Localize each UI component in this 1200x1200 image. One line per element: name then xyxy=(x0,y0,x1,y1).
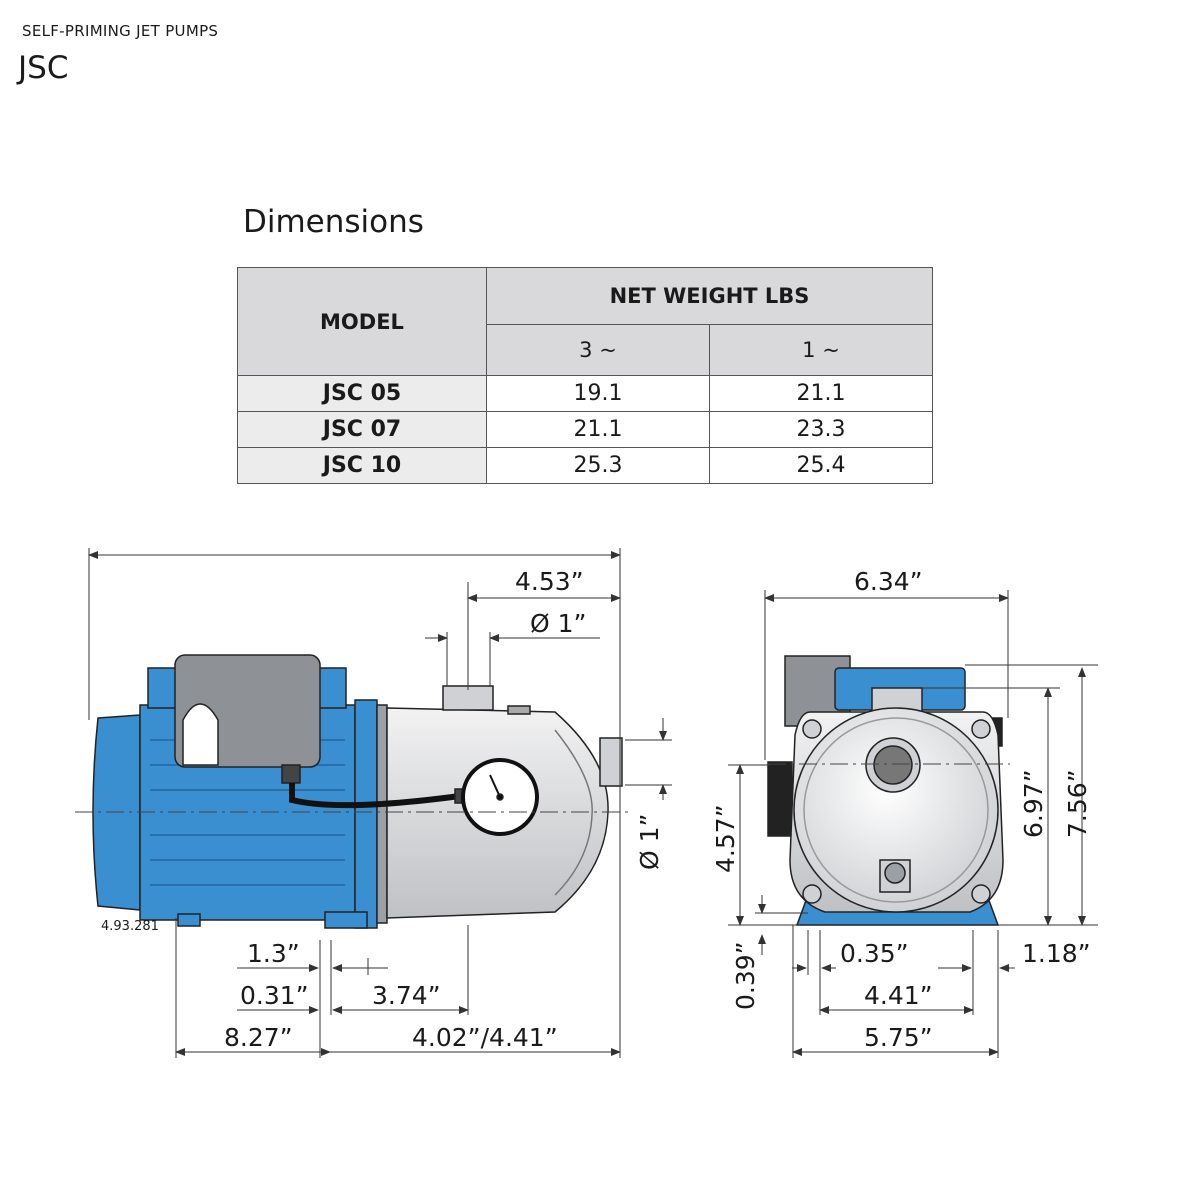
front-view xyxy=(767,655,1010,926)
weight-cell: 21.1 xyxy=(709,375,933,412)
dim-overall-height: 7.56” xyxy=(1063,769,1092,838)
dim-inlet-diameter: Ø 1” xyxy=(635,814,664,870)
model-cell: JSC 05 xyxy=(237,375,487,412)
table-row: JSC 10 25.3 25.4 xyxy=(237,447,933,484)
front-view-dimensions xyxy=(728,590,1098,1058)
table-row: JSC 07 21.1 23.3 xyxy=(237,411,933,448)
dim-pump-length: 4.02”/4.41” xyxy=(412,1023,558,1052)
weight-cell: 25.3 xyxy=(486,447,710,484)
page-title: JSC xyxy=(18,50,69,86)
dim-slot-width: 0.35” xyxy=(840,939,909,968)
motor-foot xyxy=(177,913,201,927)
dim-foot-to-outlet: 3.74” xyxy=(372,981,441,1010)
dim-outlet-diameter: Ø 1” xyxy=(530,609,586,638)
dim-base-height: 0.39” xyxy=(731,941,760,1010)
dim-overall-width: 6.34” xyxy=(854,567,923,596)
dim-base-width: 5.75” xyxy=(864,1023,933,1052)
dim-outlet-height: 6.97” xyxy=(1019,769,1048,838)
phase-header-3: 3 ~ xyxy=(486,324,710,376)
model-header: MODEL xyxy=(237,267,487,376)
phase-header-1: 1 ~ xyxy=(709,324,933,376)
section-title: Dimensions xyxy=(243,204,424,240)
pump-foot xyxy=(324,911,368,929)
cable-gland xyxy=(281,764,301,784)
side-view-dimensions xyxy=(88,548,672,1058)
dim-inlet-height: 4.57” xyxy=(711,804,740,873)
weight-cell: 23.3 xyxy=(709,411,933,448)
model-cell: JSC 07 xyxy=(237,411,487,448)
dim-foot-offset: 0.31” xyxy=(240,981,309,1010)
dim-foot-width: 1.3” xyxy=(247,939,300,968)
terminal-box-window xyxy=(182,703,219,766)
dim-side-offset: 1.18” xyxy=(1022,939,1091,968)
inlet-port xyxy=(599,737,623,787)
dim-motor-length: 8.27” xyxy=(224,1023,293,1052)
weight-cell: 25.4 xyxy=(709,447,933,484)
weight-table: MODEL NET WEIGHT LBS 3 ~ 1 ~ JSC 05 19.1… xyxy=(237,267,933,484)
cable xyxy=(289,783,461,809)
model-cell: JSC 10 xyxy=(237,447,487,484)
dim-outlet-offset: 4.53” xyxy=(515,567,584,596)
side-view xyxy=(75,654,630,929)
page-subtitle: SELF-PRIMING JET PUMPS xyxy=(22,22,219,40)
motor-flange xyxy=(354,699,378,929)
weight-cell: 21.1 xyxy=(486,411,710,448)
dim-hole-spacing: 4.41” xyxy=(864,981,933,1010)
drawing-code: 4.93.281 xyxy=(101,919,159,934)
pump-face xyxy=(793,707,999,913)
